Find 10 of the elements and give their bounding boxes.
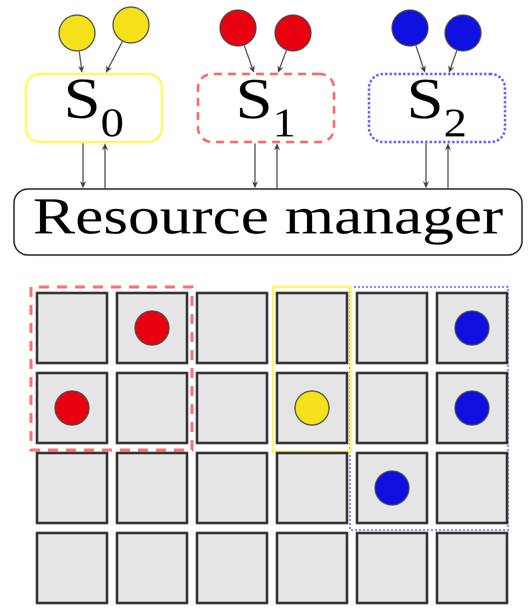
scheduler-box: S$_{0}$ <box>24 72 164 144</box>
token-circle <box>112 6 150 44</box>
scheduler-box: S$_{2}$ <box>368 72 506 144</box>
token-circle <box>58 14 96 52</box>
manager-box: Resource manager <box>13 188 523 256</box>
token-circle <box>391 9 429 47</box>
scheduler-box: S$_{1}$ <box>196 72 336 144</box>
token-circle <box>274 14 312 52</box>
token-circle <box>219 9 257 47</box>
token-circle <box>444 14 482 52</box>
